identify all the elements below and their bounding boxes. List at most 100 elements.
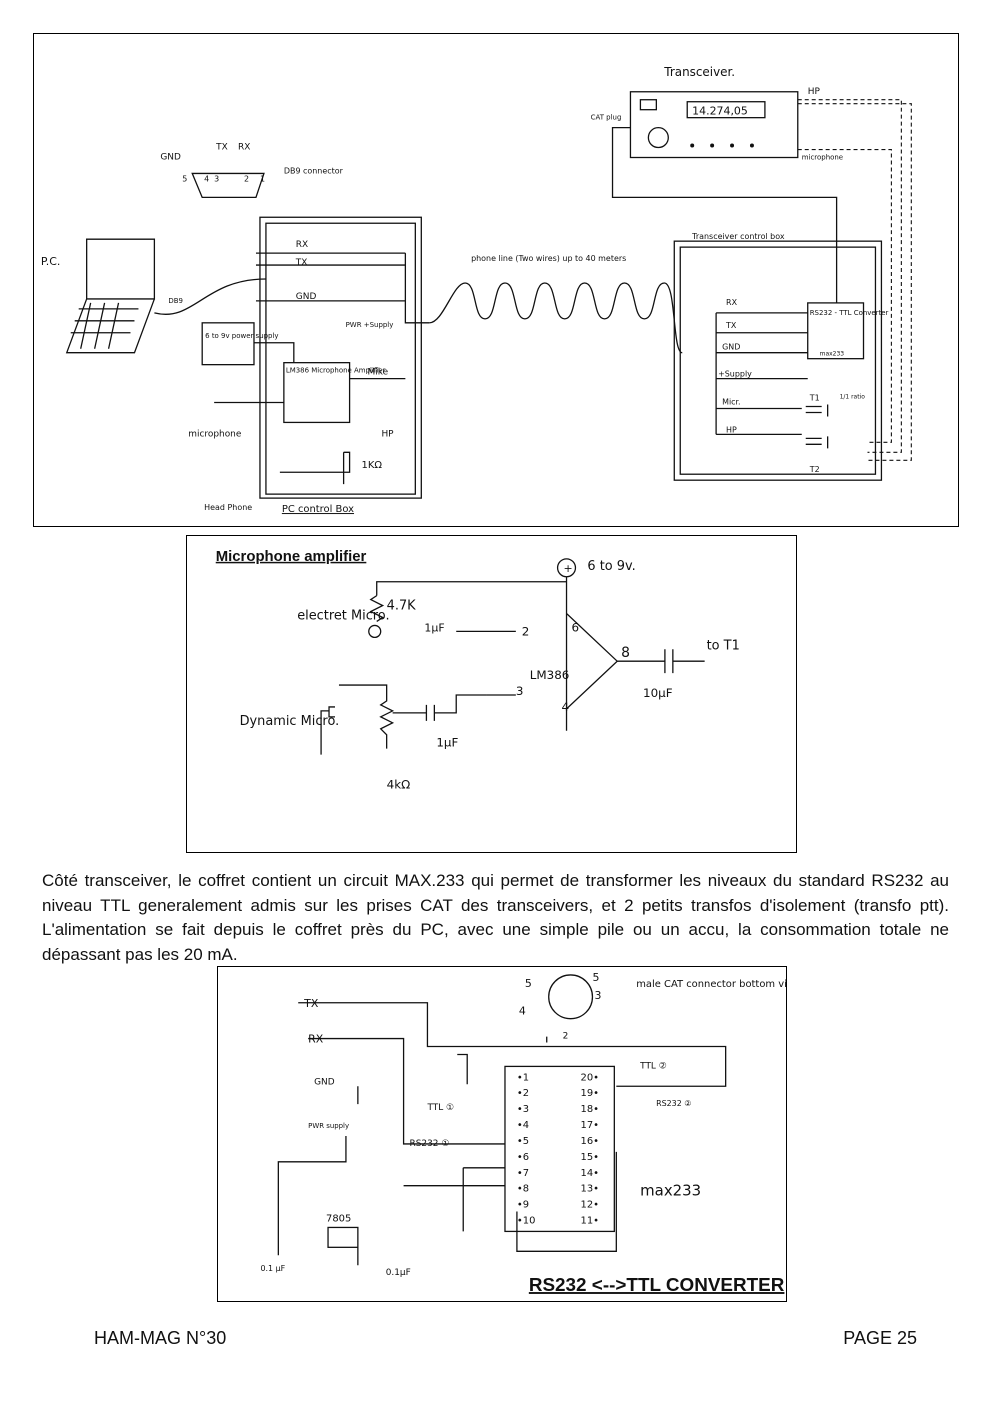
ttl1-label: TTL ① xyxy=(426,1103,454,1113)
trx-box-micro: Micr. xyxy=(722,397,741,406)
ic-pin-right-18: 18• xyxy=(581,1104,600,1115)
plus-sign: + xyxy=(564,562,573,575)
power-supply-box xyxy=(201,322,255,366)
db9-connector xyxy=(191,172,265,198)
ic-pin-right-12: 12• xyxy=(581,1200,600,1211)
trx-box-hp: HP xyxy=(726,425,737,434)
converter-title-bg xyxy=(528,1275,782,1300)
ic-pin-right-14: 14• xyxy=(581,1168,600,1179)
cap1-label: 0.1 µF xyxy=(260,1264,285,1273)
electret-label: electret Micro. xyxy=(297,608,389,623)
amplifier-title: Microphone amplifier xyxy=(216,549,367,565)
rs232-2-label: RS232 ② xyxy=(656,1099,691,1108)
pc-box-mike: Mike xyxy=(368,368,389,378)
ic-pin-left-10: •10 xyxy=(517,1215,536,1226)
pc-box-gnd: GND xyxy=(296,292,317,302)
pin-6: 6 xyxy=(571,620,579,634)
pc-control-box-title: PC control Box xyxy=(282,504,354,515)
cat-plug-label: CAT plug xyxy=(591,114,622,122)
t1-label: T1 xyxy=(809,394,820,403)
db9-tx-label: TX xyxy=(215,143,228,153)
hp-cable-1 xyxy=(797,99,902,453)
amplifier-box xyxy=(283,362,351,424)
trx-box-rx: RX xyxy=(726,298,738,307)
ic-pin-left-9: •9 xyxy=(517,1200,529,1211)
pc-label: P.C. xyxy=(41,255,60,268)
phone-line-cable xyxy=(429,282,683,354)
connector-label: male CAT connector bottom view xyxy=(636,979,786,990)
trx-box-title: Transceiver control box xyxy=(691,232,785,241)
db9-gnd-label: GND xyxy=(160,152,181,162)
transformers xyxy=(805,404,829,449)
pc-laptop xyxy=(65,238,156,354)
microphone-amplifier-schematic: Microphone amplifier + 6 to 9v. LM386 2 … xyxy=(186,535,797,853)
cap2-label: 0.1µF xyxy=(386,1268,411,1278)
din-pin-c: 3 xyxy=(594,989,601,1002)
frequency-readout: 14.274,05 xyxy=(692,105,748,118)
ic-pin-left-4: •4 xyxy=(517,1120,529,1131)
dynamic-label: Dynamic Micro. xyxy=(240,714,340,729)
supply-label: 6 to 9v. xyxy=(587,559,635,574)
system-diagram: 14.274,05 Transceiver. HP microphone CAT… xyxy=(33,33,959,527)
lm386-label: LM386 xyxy=(530,668,570,682)
db9-pin-1: 1 xyxy=(260,174,265,183)
ratio-label: 1/1 ratio xyxy=(840,394,866,401)
gnd-label: GND xyxy=(314,1077,335,1087)
potentiometer xyxy=(338,684,395,749)
mic-cable xyxy=(797,148,892,443)
pot-label: 4kΩ xyxy=(387,777,411,791)
ic-pin-right-16: 16• xyxy=(581,1136,600,1147)
max233-ic xyxy=(504,1065,615,1233)
converter-title: RS232 <-->TTL CONVERTER xyxy=(529,1275,785,1296)
pin-2: 2 xyxy=(522,624,530,638)
output-cap-label: 10µF xyxy=(643,686,673,700)
pin-8: 8 xyxy=(621,645,630,661)
ic-pin-right-19: 19• xyxy=(581,1088,600,1099)
resistor-label: 4.7K xyxy=(387,599,417,614)
pc-keyboard xyxy=(70,302,139,349)
trx-box-tx: TX xyxy=(725,321,737,330)
regulator-7805 xyxy=(327,1226,359,1248)
converter-drawing: TX RX GND PWR supply 5 5 3 4 2 male CAT … xyxy=(260,971,786,1300)
transceiver-meter xyxy=(639,99,657,111)
pc-db9-label: DB9 xyxy=(168,297,183,305)
ic-pin-left-6: •6 xyxy=(517,1152,529,1163)
trx-box-gnd: GND xyxy=(722,343,740,352)
lm386-triangle xyxy=(565,576,619,711)
converter-chip: max233 xyxy=(820,351,845,358)
dynamic-mic xyxy=(320,706,335,755)
transceiver-mic-label: microphone xyxy=(802,153,843,161)
amplifier-drawing: Microphone amplifier + 6 to 9v. LM386 2 … xyxy=(216,549,740,792)
db9-pin-4: 4 xyxy=(204,174,209,183)
ic-pin-right-13: 13• xyxy=(581,1184,600,1195)
body-paragraph: Côté transceiver, le coffret contient un… xyxy=(42,871,949,964)
ic-pin-left-1: •1 xyxy=(517,1072,529,1083)
supply-terminal xyxy=(556,558,577,578)
resistor-4k7 xyxy=(369,595,385,622)
ic-pin-right-15: 15• xyxy=(581,1152,600,1163)
db9-pin-5: 5 xyxy=(182,174,187,183)
pc-box-pot: 1KΩ xyxy=(362,460,383,471)
transceiver-hp-label: HP xyxy=(808,87,821,97)
footer-page-number: PAGE 25 xyxy=(843,1328,917,1348)
pin-4: 4 xyxy=(562,700,570,714)
din-pin-e: 2 xyxy=(563,1032,569,1042)
din-pin-d: 4 xyxy=(519,1005,526,1018)
input-capacitor xyxy=(392,694,487,721)
amplifier-label: LM386 Microphone Amplifier xyxy=(286,367,386,375)
db9-rx-label: RX xyxy=(238,143,250,153)
db9-connector-label: DB9 connector xyxy=(284,166,344,175)
ic-pin-left-7: •7 xyxy=(517,1168,529,1179)
regulator-label: 7805 xyxy=(326,1213,351,1224)
ic-pin-left-2: •2 xyxy=(517,1088,529,1099)
to-t1-label: to T1 xyxy=(707,638,740,653)
system-diagram-drawing: 14.274,05 Transceiver. HP microphone CAT… xyxy=(41,65,912,515)
connector-leads xyxy=(457,1036,548,1085)
pc-box-hp: HP xyxy=(381,429,394,439)
ic-pin-right-11: 11• xyxy=(581,1215,600,1226)
ttl2-label: TTL ② xyxy=(639,1061,667,1071)
footer-magazine: HAM-MAG N°30 xyxy=(94,1328,227,1348)
electret-mic xyxy=(368,624,382,639)
trx-control-box-outer xyxy=(673,240,883,481)
ic-pin-right-17: 17• xyxy=(581,1120,600,1131)
